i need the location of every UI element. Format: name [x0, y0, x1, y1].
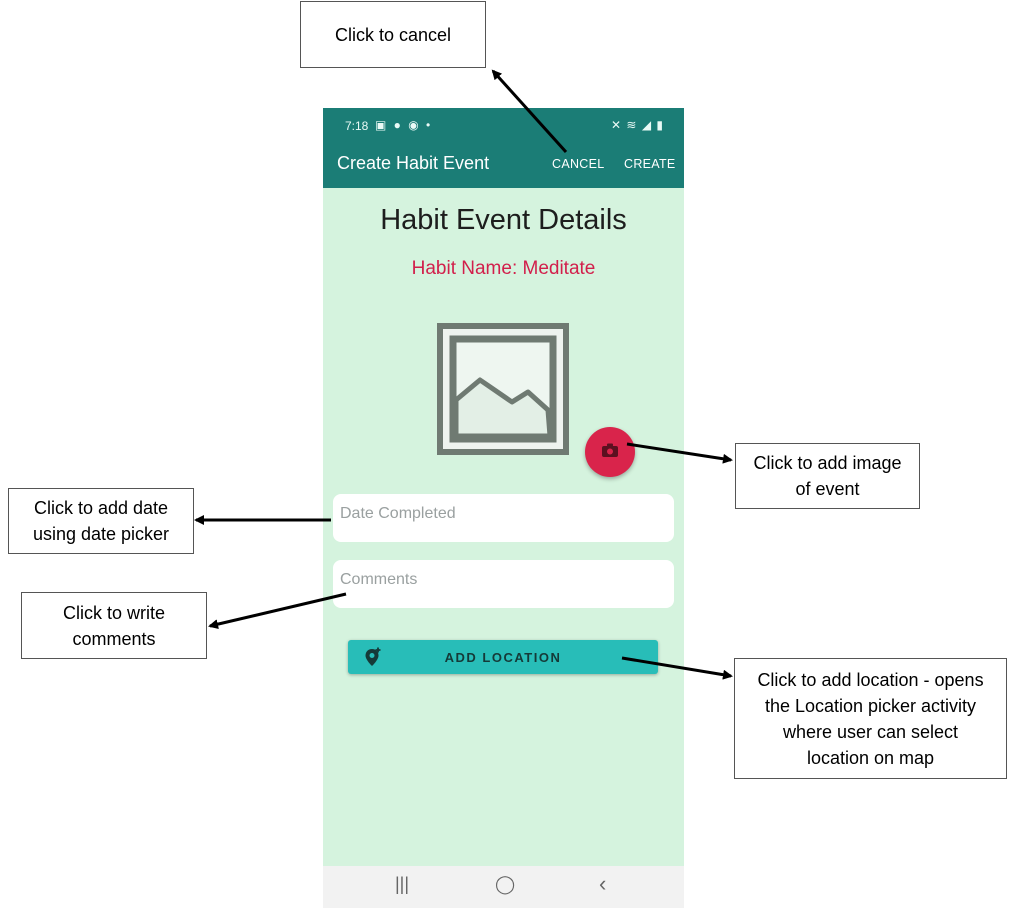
comments-field[interactable]: Comments	[333, 560, 674, 608]
annotation-comments-text: Click to write comments	[62, 602, 165, 649]
annotation-location-text: Click to add location - opens the Locati…	[757, 669, 984, 768]
annotation-date-text: Click to add date using date picker	[32, 498, 170, 544]
app-bar-title: Create Habit Event	[337, 153, 490, 173]
system-nav-bar: ||| ◯ ‹	[323, 866, 684, 908]
annotation-comments: Click to write comments	[21, 592, 207, 659]
comments-placeholder: Comments	[340, 571, 418, 588]
add-image-button[interactable]	[585, 427, 635, 477]
home-icon[interactable]: ◯	[495, 874, 516, 894]
cancel-button[interactable]: CANCEL	[552, 157, 605, 171]
add-location-button[interactable]: ADD LOCATION	[348, 640, 658, 674]
annotation-image: Click to add image of event	[735, 443, 920, 509]
create-button[interactable]: CREATE	[624, 157, 676, 171]
add-location-label: ADD LOCATION	[444, 650, 562, 665]
date-completed-field[interactable]: Date Completed	[333, 494, 674, 542]
add-location-icon	[364, 647, 382, 672]
page-title: Habit Event Details	[380, 204, 627, 236]
image-icon	[436, 322, 570, 456]
phone-screen: 7:18 ▣ ● ◉ • ✕ ≋ ◢ ▮ Create Habit Event …	[323, 108, 684, 908]
app-bar: Create Habit Event CANCEL CREATE	[323, 144, 684, 188]
status-bar: 7:18 ▣ ● ◉ • ✕ ≋ ◢ ▮	[323, 108, 684, 144]
annotation-date: Click to add date using date picker	[8, 488, 194, 554]
habit-name-label: Habit Name: Meditate	[411, 258, 596, 279]
status-time: 7:18	[345, 119, 369, 133]
annotation-location: Click to add location - opens the Locati…	[734, 658, 1007, 779]
recents-icon[interactable]: |||	[395, 874, 410, 894]
annotation-cancel-text: Click to cancel	[334, 24, 452, 45]
annotation-image-text: Click to add image of event	[753, 453, 902, 499]
annotation-cancel: Click to cancel	[300, 1, 486, 68]
back-icon[interactable]: ‹	[599, 871, 607, 896]
notification-icons: ▣ ● ◉ •	[375, 118, 433, 132]
date-completed-placeholder: Date Completed	[340, 505, 456, 522]
camera-icon	[601, 442, 619, 463]
system-status-icons: ✕ ≋ ◢ ▮	[611, 118, 664, 132]
